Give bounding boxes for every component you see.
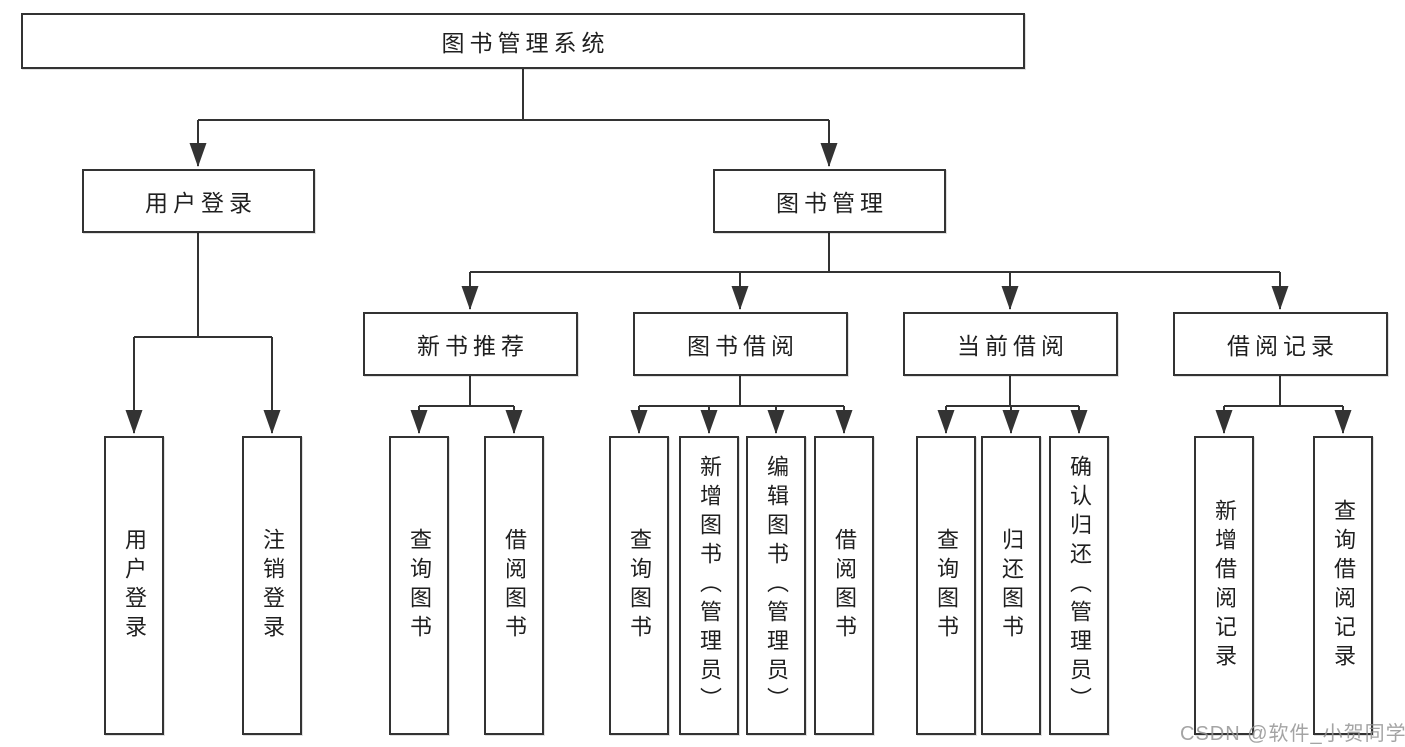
watermark: CSDN @软件_小贺同学 (1180, 723, 1405, 745)
node-new-book-recommend: 新书推荐 (363, 312, 578, 376)
leaf-current-confirm-admin-label: 确认归还（管理员） (1067, 455, 1092, 716)
leaf-logout: 注销登录 (242, 436, 302, 735)
leaf-newbook-borrow-label: 借阅图书 (502, 527, 527, 644)
leaf-records-query-label: 查询借阅记录 (1331, 498, 1356, 673)
leaf-newbook-query-label: 查询图书 (407, 527, 432, 644)
leaf-borrow-borrow: 借阅图书 (814, 436, 874, 735)
node-borrow-records-label: 借阅记录 (1227, 333, 1339, 359)
leaf-borrow-edit-admin-label: 编辑图书（管理员） (764, 455, 789, 716)
leaf-borrow-edit-admin: 编辑图书（管理员） (746, 436, 806, 735)
node-current-borrow: 当前借阅 (903, 312, 1118, 376)
node-book-management: 图书管理 (713, 169, 946, 233)
leaf-current-return-label: 归还图书 (999, 527, 1024, 644)
node-root: 图书管理系统 (21, 13, 1025, 69)
node-new-book-recommend-label: 新书推荐 (417, 333, 529, 359)
node-user-login: 用户登录 (82, 169, 315, 233)
node-user-login-label: 用户登录 (145, 190, 257, 216)
leaf-borrow-query: 查询图书 (609, 436, 669, 735)
leaf-borrow-add-admin-label: 新增图书（管理员） (697, 455, 722, 716)
leaf-current-query: 查询图书 (916, 436, 976, 735)
leaf-current-query-label: 查询图书 (934, 527, 959, 644)
leaf-user-login-label: 用户登录 (122, 527, 147, 644)
node-book-borrow-label: 图书借阅 (687, 333, 799, 359)
leaf-records-add: 新增借阅记录 (1194, 436, 1254, 735)
leaf-newbook-borrow: 借阅图书 (484, 436, 544, 735)
leaf-current-confirm-admin: 确认归还（管理员） (1049, 436, 1109, 735)
node-book-borrow: 图书借阅 (633, 312, 848, 376)
node-borrow-records: 借阅记录 (1173, 312, 1388, 376)
leaf-current-return: 归还图书 (981, 436, 1041, 735)
leaf-newbook-query: 查询图书 (389, 436, 449, 735)
node-current-borrow-label: 当前借阅 (957, 333, 1069, 359)
node-root-label: 图书管理系统 (441, 30, 610, 56)
leaf-borrow-borrow-label: 借阅图书 (832, 527, 857, 644)
node-book-management-label: 图书管理 (776, 190, 888, 216)
leaf-records-add-label: 新增借阅记录 (1212, 498, 1237, 673)
leaf-borrow-query-label: 查询图书 (627, 527, 652, 644)
leaf-user-login: 用户登录 (104, 436, 164, 735)
leaf-records-query: 查询借阅记录 (1313, 436, 1373, 735)
leaf-logout-label: 注销登录 (260, 527, 285, 644)
leaf-borrow-add-admin: 新增图书（管理员） (679, 436, 739, 735)
